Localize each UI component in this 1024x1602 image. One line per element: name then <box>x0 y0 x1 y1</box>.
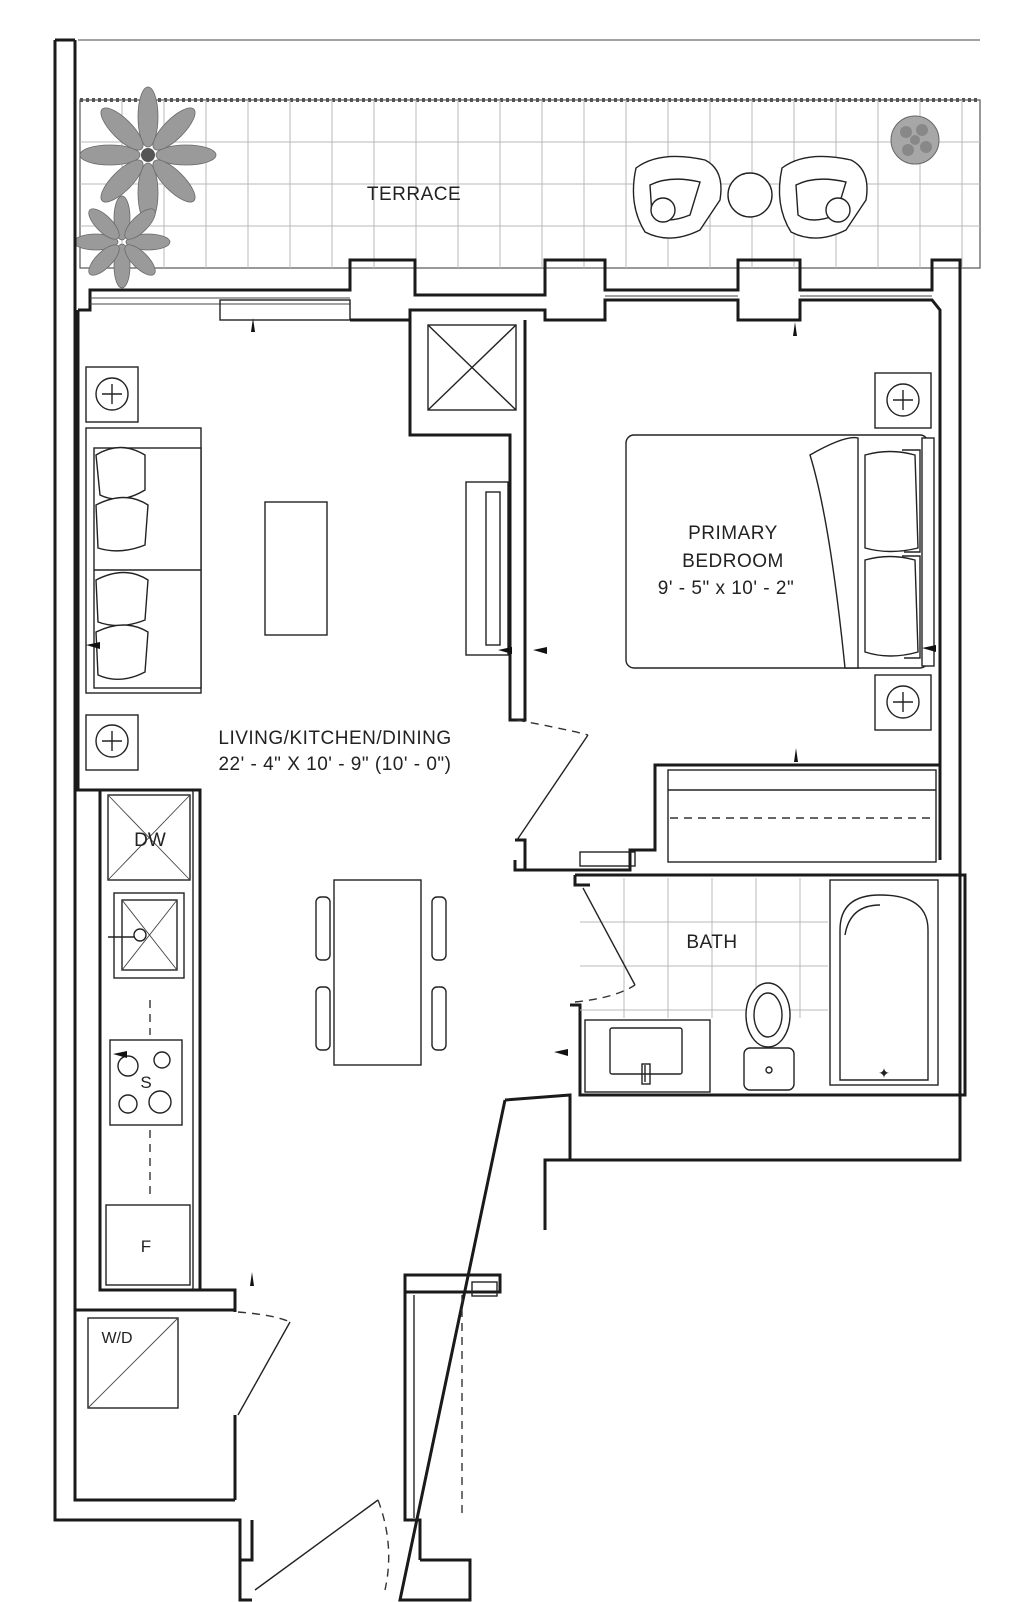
nightstand-icon <box>874 372 932 429</box>
living-label: LIVING/KITCHEN/DINING <box>218 728 451 749</box>
dishwasher: DW <box>107 794 191 881</box>
floor-speaker-icon <box>85 366 139 423</box>
bed <box>625 434 935 669</box>
fridge: F <box>105 1204 191 1286</box>
potted-plant-icon <box>73 195 171 289</box>
stove-label: S <box>140 1073 151 1092</box>
fridge-label: F <box>141 1237 151 1256</box>
lounge-chair-icon <box>632 155 722 239</box>
vanity-sink-icon <box>584 1019 711 1093</box>
kitchen-counter: DW S F <box>105 790 194 1290</box>
side-table <box>727 172 773 218</box>
sofa <box>85 427 202 694</box>
doors <box>237 719 636 1591</box>
electrical-markers <box>86 318 936 1286</box>
bath-label: BATH <box>686 932 737 953</box>
dining-table <box>315 879 447 1066</box>
washer-dryer-label: W/D <box>101 1330 132 1347</box>
terrace: TERRACE <box>73 39 981 289</box>
bedroom-label-line1: PRIMARY <box>688 523 778 544</box>
floor-speaker-icon <box>85 714 139 771</box>
shrub-icon <box>890 115 940 165</box>
tv-console <box>465 481 509 656</box>
bathtub-icon: ✦ <box>829 879 939 1086</box>
exterior-walls <box>53 38 962 1602</box>
cooktop-icon: S <box>109 1039 183 1126</box>
coffee-table <box>264 501 328 636</box>
sink-icon <box>108 892 185 979</box>
washer-dryer: W/D <box>87 1317 179 1409</box>
potted-plant-icon <box>79 86 217 224</box>
toilet-icon <box>743 982 795 1091</box>
bedroom-dimensions: 9' - 5" x 10' - 2" <box>658 578 794 599</box>
partition-walls <box>75 320 967 1500</box>
tub-drain-icon: ✦ <box>878 1065 890 1081</box>
lounge-chair-icon <box>778 155 868 239</box>
nightstand-icon <box>874 674 932 731</box>
terrace-label: TERRACE <box>367 184 461 205</box>
dishwasher-label: DW <box>134 830 166 851</box>
bath-floor-tiles <box>580 878 828 1018</box>
bedroom-label-line2: BEDROOM <box>682 551 784 572</box>
living-dimensions: 22' - 4" X 10' - 9" (10' - 0") <box>218 754 451 775</box>
